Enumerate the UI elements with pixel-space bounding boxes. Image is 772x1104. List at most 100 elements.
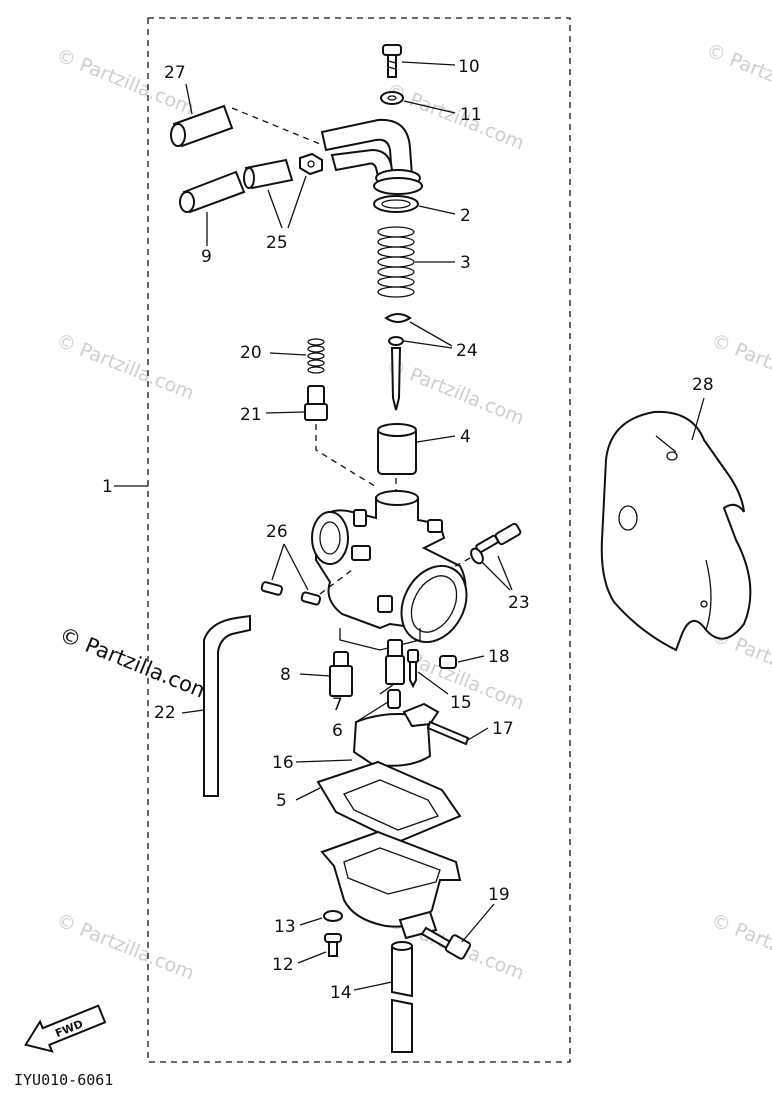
leader-line <box>299 673 331 677</box>
pilot-spring-part-20 <box>307 338 325 374</box>
callout-20: 20 <box>240 343 262 363</box>
callout-13: 13 <box>274 917 296 937</box>
leader-line <box>417 671 449 695</box>
watermark: © Partzilla.com <box>56 622 215 705</box>
rubber-cap-part-27 <box>170 104 234 148</box>
screw-part-26 <box>260 581 322 606</box>
leader-line <box>379 683 395 695</box>
watermark: © Partzilla.com <box>708 909 772 984</box>
guide-line <box>451 557 471 569</box>
leader-line <box>295 759 353 763</box>
leader-line <box>269 352 307 356</box>
washer-part-13 <box>323 910 343 922</box>
throttle-valve-part-4 <box>377 423 417 475</box>
leader-line <box>287 175 307 229</box>
air-screw-part-23 <box>470 522 522 565</box>
pilot-jet-part-15 <box>407 649 419 689</box>
leader-line <box>299 917 323 926</box>
float-pin-part-17 <box>426 720 470 746</box>
leader-line <box>403 100 456 114</box>
leader-line <box>691 397 705 441</box>
leader-line <box>416 435 456 443</box>
callout-4: 4 <box>460 427 471 447</box>
leader-line <box>461 903 495 943</box>
leader-line <box>403 340 453 349</box>
leader-line <box>353 981 393 991</box>
screw-part-12 <box>324 933 342 957</box>
screw-part-10 <box>382 44 402 78</box>
leader-line <box>265 411 305 414</box>
assembly-boundary <box>147 17 571 1063</box>
callout-3: 3 <box>460 253 471 273</box>
callout-10: 10 <box>458 57 480 77</box>
leader-line <box>283 543 309 591</box>
leader-line <box>185 83 193 115</box>
leader-line <box>355 701 389 723</box>
leader-line <box>295 787 321 801</box>
callout-6: 6 <box>332 721 343 741</box>
callout-8: 8 <box>280 665 291 685</box>
callout-12: 12 <box>272 955 294 975</box>
carburetor-body <box>311 490 468 651</box>
float-bowl-gasket-part-5 <box>316 760 462 844</box>
guide-line <box>231 107 321 145</box>
callout-15: 15 <box>450 693 472 713</box>
callout-16: 16 <box>272 753 294 773</box>
callout-11: 11 <box>460 105 482 125</box>
callout-24: 24 <box>456 341 478 361</box>
washer-part-11 <box>380 91 404 105</box>
forward-direction-arrow: FWD <box>24 1004 107 1053</box>
callout-26: 26 <box>266 522 288 542</box>
leader-line <box>297 951 327 964</box>
callout-21: 21 <box>240 405 262 425</box>
callout-25: 25 <box>266 233 288 253</box>
leader-line <box>457 655 485 663</box>
callout-2: 2 <box>460 206 471 226</box>
float-valve-part-6 <box>387 689 401 709</box>
watermark: © Partzilla.com <box>53 329 197 404</box>
main-jet-part-8 <box>329 651 353 697</box>
needle-jet-part-7 <box>385 639 405 685</box>
callout-17: 17 <box>492 719 514 739</box>
watermark: © Partzilla.com <box>53 909 197 984</box>
pilot-screw-part-21 <box>304 385 328 421</box>
leader-line <box>497 555 513 591</box>
guide-line <box>315 424 379 489</box>
float-bowl-part <box>320 830 462 940</box>
watermark: © Partzilla.com <box>703 39 772 114</box>
diagram-code: IYU010-6061 <box>14 1071 113 1089</box>
callout-14: 14 <box>330 983 352 1003</box>
vent-hose-part-22 <box>203 614 251 797</box>
guide-line <box>319 569 353 595</box>
rubber-cap-part-9 <box>179 170 246 214</box>
callout-22: 22 <box>154 703 176 723</box>
float-part-16 <box>352 702 440 767</box>
callout-27: 27 <box>164 63 186 83</box>
callout-7: 7 <box>332 695 343 715</box>
callout-23: 23 <box>508 593 530 613</box>
carburetor-cover-part-28 <box>600 410 752 652</box>
mixing-chamber-top-part <box>320 118 423 195</box>
leader-line <box>181 709 205 714</box>
spring-part-3 <box>377 226 415 298</box>
leader-line <box>401 61 456 66</box>
watermark: © Partzilla.com <box>383 354 527 429</box>
gasket-part-2 <box>373 195 419 213</box>
plug-part-18 <box>439 655 457 669</box>
watermark: © Partzilla.com <box>708 329 772 404</box>
callout-5: 5 <box>276 791 287 811</box>
leader-line <box>418 205 456 215</box>
overflow-pipe-part-14 <box>391 941 413 1053</box>
callout-9: 9 <box>201 247 212 267</box>
callout-1: 1 <box>102 477 113 497</box>
leader-line <box>267 189 283 229</box>
leader-line <box>467 727 489 741</box>
callout-19: 19 <box>488 885 510 905</box>
leader-line <box>271 543 285 581</box>
drain-screw-part-19 <box>420 926 472 960</box>
nut-part-25 <box>243 152 323 190</box>
leader-line <box>481 561 511 591</box>
callout-18: 18 <box>488 647 510 667</box>
callout-28: 28 <box>692 375 714 395</box>
